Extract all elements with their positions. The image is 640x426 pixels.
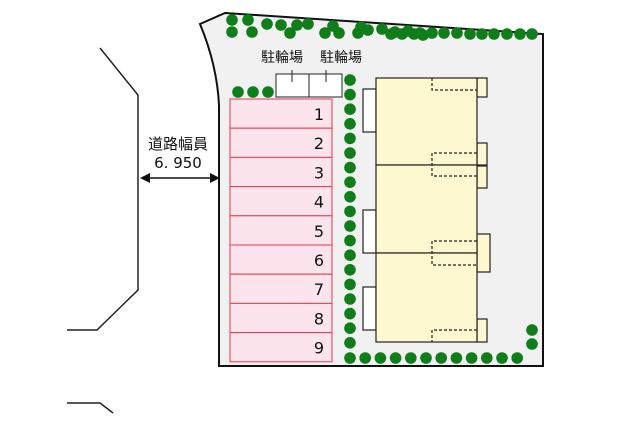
tree-icon (426, 27, 438, 39)
tree-icon (420, 352, 432, 364)
tree-icon (275, 19, 287, 31)
tree-icon (511, 352, 523, 364)
bicycle-parking-label: 駐輪場 (261, 49, 303, 66)
tree-icon (435, 352, 448, 364)
tree-icon (496, 352, 508, 364)
tree-icon (261, 18, 273, 30)
tree-icon (526, 28, 538, 40)
parking-space (229, 156, 333, 188)
balcony (362, 286, 377, 331)
tree-icon (526, 338, 538, 350)
tree-icon (344, 337, 356, 349)
tree-icon (226, 14, 238, 26)
parking-space (229, 273, 333, 304)
road-edge-lower (67, 402, 114, 414)
parking-space-number: 9 (314, 339, 324, 358)
parking-area: 1 2 3 4 5 6 7 8 9 (229, 98, 333, 363)
parking-space-number: 8 (314, 309, 324, 328)
parking-space-number: 4 (314, 193, 324, 212)
tree-icon (385, 28, 397, 40)
tree-icon (396, 28, 408, 40)
tree-icon (481, 352, 493, 364)
tree-icon (526, 324, 538, 336)
tree-icon (344, 103, 356, 115)
parking-space-number: 1 (314, 105, 324, 124)
tree-icon (284, 27, 296, 39)
tree-icon (344, 307, 356, 320)
tree-icon (344, 132, 356, 145)
tree-icon (344, 278, 356, 291)
tree-icon (344, 205, 356, 218)
tree-icon (344, 264, 356, 276)
road-edge-upper (67, 47, 139, 331)
balcony (362, 209, 377, 254)
road-width-label: 道路幅員 (148, 135, 208, 153)
tree-icon (291, 19, 303, 31)
tree-icon (344, 176, 356, 188)
tree-icon (302, 18, 314, 30)
parking-space (229, 98, 333, 129)
tree-icon (319, 27, 331, 39)
parking-space-number: 3 (314, 163, 324, 182)
road-width-value: 6. 950 (154, 154, 202, 172)
parking-space-number: 2 (314, 134, 324, 153)
parking-space (229, 302, 333, 334)
road-width-arrow (140, 173, 220, 183)
tree-icon (344, 249, 356, 261)
tree-icon (376, 23, 388, 35)
tree-icon (476, 28, 488, 40)
tree-icon (344, 88, 356, 101)
trees (226, 14, 538, 364)
tree-icon (344, 161, 356, 174)
tree-icon (246, 26, 258, 38)
apartment-building (362, 77, 491, 343)
tree-icon (344, 191, 356, 203)
tree-icon (242, 14, 254, 26)
tree-icon (488, 28, 500, 40)
parking-space (229, 127, 333, 158)
tree-icon (344, 352, 356, 364)
tree-icon (464, 28, 476, 40)
tree-icon (344, 74, 356, 86)
parking-space (229, 186, 333, 217)
tree-icon (408, 28, 420, 40)
tree-icon (247, 86, 259, 98)
parking-space-number: 5 (314, 222, 324, 241)
parking-space (229, 244, 333, 275)
parking-space (229, 215, 333, 246)
tree-icon (344, 234, 356, 247)
tree-icon (501, 28, 513, 40)
tree-icon (359, 352, 372, 364)
tree-icon (417, 29, 429, 41)
tree-icon (352, 27, 364, 39)
tree-icon (374, 352, 387, 364)
tree-icon (405, 352, 417, 364)
tree-icon (333, 27, 345, 39)
tree-icon (389, 352, 402, 364)
bicycle-parking-label: 駐輪場 (320, 49, 362, 66)
tree-icon (451, 27, 463, 39)
parking-space-number: 6 (314, 251, 324, 270)
parking-space (229, 332, 333, 363)
tree-icon (344, 220, 356, 232)
bicycle-parking: 駐輪場 駐輪場 (261, 49, 362, 98)
tree-icon (262, 86, 274, 98)
tree-icon (438, 27, 450, 39)
tree-icon (362, 24, 374, 36)
tree-icon (226, 26, 238, 38)
tree-icon (450, 352, 463, 364)
tree-icon (344, 322, 356, 335)
tree-icon (514, 28, 526, 40)
tree-icon (344, 147, 356, 159)
unit (375, 252, 478, 343)
unit (375, 164, 478, 254)
tree-icon (344, 293, 356, 305)
tree-icon (232, 86, 244, 98)
balcony (362, 88, 377, 133)
tree-icon (344, 118, 356, 130)
unit (375, 77, 478, 166)
tree-icon (465, 352, 478, 364)
parking-space-number: 7 (314, 280, 324, 299)
